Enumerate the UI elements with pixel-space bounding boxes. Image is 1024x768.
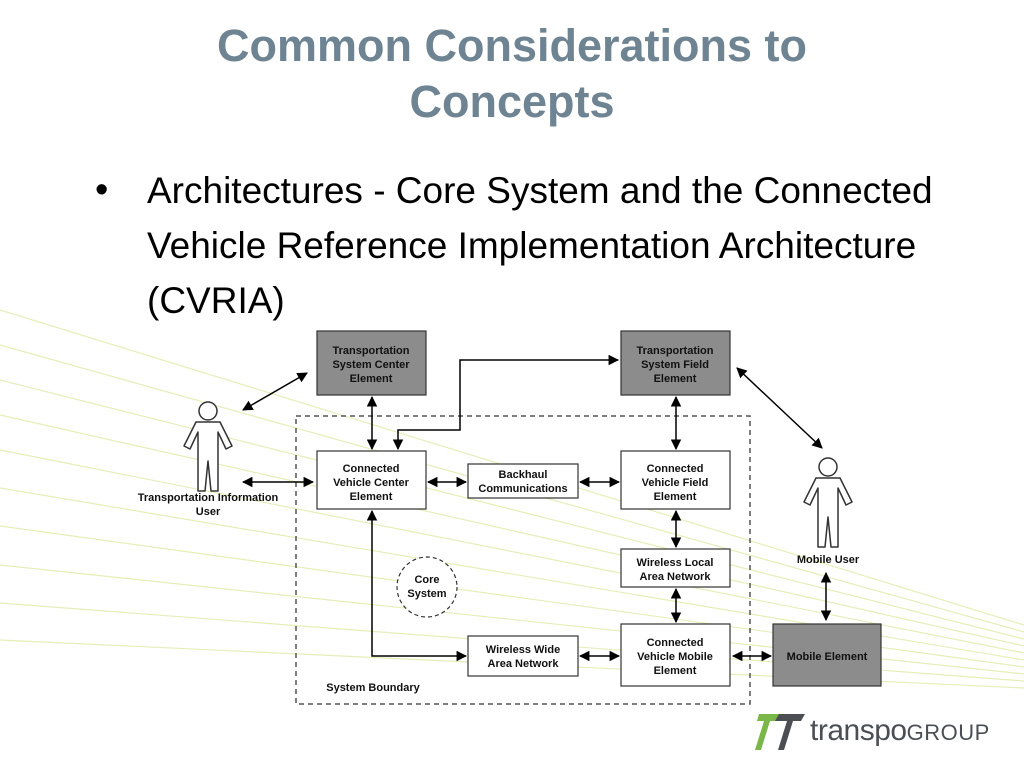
connected-vehicle-mobile-element: Connected Vehicle Mobile Element — [620, 623, 731, 687]
logo-wordmark: transpoGROUP — [810, 714, 990, 748]
wireless-wide-area-network: Wireless Wide Area Network — [467, 635, 579, 677]
svg-text:System Field: System Field — [641, 359, 709, 371]
core-system: Core System — [396, 556, 458, 618]
logo-name-lower: transpo — [810, 714, 907, 747]
svg-text:Element: Element — [350, 373, 393, 385]
slide-title: Common Considerations to Concepts — [0, 18, 1024, 130]
wireless-local-area-network: Wireless Local Area Network — [620, 548, 731, 588]
mobile-element: Mobile Element — [772, 623, 882, 687]
svg-text:Element: Element — [654, 373, 697, 385]
connector — [242, 372, 308, 411]
connector — [392, 354, 620, 451]
connected-vehicle-field-element: Connected Vehicle Field Element — [620, 450, 731, 510]
transportation-system-field-element: Transportation System Field Element — [620, 330, 731, 396]
svg-text:Wireless Wide: Wireless Wide — [486, 644, 560, 656]
logo-name-upper: GROUP — [906, 720, 990, 745]
person-icon — [183, 401, 233, 492]
transportation-information-user-actor: Transportation Information User — [138, 401, 279, 518]
svg-text:Area Network: Area Network — [640, 571, 712, 583]
svg-text:Connected: Connected — [647, 463, 704, 475]
svg-text:Connected: Connected — [647, 637, 704, 649]
svg-text:Transportation: Transportation — [332, 345, 409, 357]
svg-text:Transportation: Transportation — [636, 345, 713, 357]
transpogroup-logo-mark-icon — [755, 714, 805, 750]
svg-text:Communications: Communications — [478, 483, 567, 495]
system-boundary-label: System Boundary — [326, 682, 420, 694]
svg-text:Transportation Information: Transportation Information — [138, 492, 279, 504]
svg-text:Element: Element — [654, 491, 697, 503]
svg-text:Vehicle Mobile: Vehicle Mobile — [637, 651, 713, 663]
svg-text:Vehicle Center: Vehicle Center — [333, 477, 410, 489]
svg-text:User: User — [196, 506, 221, 518]
bullet-dot-icon: • — [95, 169, 109, 211]
svg-text:Connected: Connected — [343, 463, 400, 475]
transportation-system-center-element: Transportation System Center Element — [316, 330, 427, 396]
mobile-user-actor: Mobile User — [797, 457, 860, 566]
bullet-item: Architectures - Core System and the Conn… — [147, 170, 933, 321]
backhaul-communications: Backhaul Communications — [467, 463, 579, 499]
svg-text:Element: Element — [350, 491, 393, 503]
connected-vehicle-center-element: Connected Vehicle Center Element — [316, 450, 427, 510]
svg-text:Vehicle Field: Vehicle Field — [642, 477, 709, 489]
svg-text:Element: Element — [654, 665, 697, 677]
svg-text:Wireless Local: Wireless Local — [637, 557, 714, 569]
connector — [736, 367, 823, 449]
svg-text:Mobile Element: Mobile Element — [787, 651, 868, 663]
svg-text:Core: Core — [414, 574, 439, 586]
connector — [366, 509, 468, 662]
svg-text:System Center: System Center — [332, 359, 410, 371]
connections — [241, 354, 832, 662]
title-line-1: Common Considerations to — [216, 20, 807, 71]
person-icon — [803, 457, 853, 548]
svg-text:System: System — [407, 588, 446, 600]
transpogroup-logo: transpoGROUP — [755, 708, 995, 758]
title-line-2: Concepts — [409, 76, 615, 127]
svg-text:Backhaul: Backhaul — [499, 469, 548, 481]
svg-text:Mobile User: Mobile User — [797, 554, 860, 566]
svg-text:Area Network: Area Network — [488, 658, 560, 670]
